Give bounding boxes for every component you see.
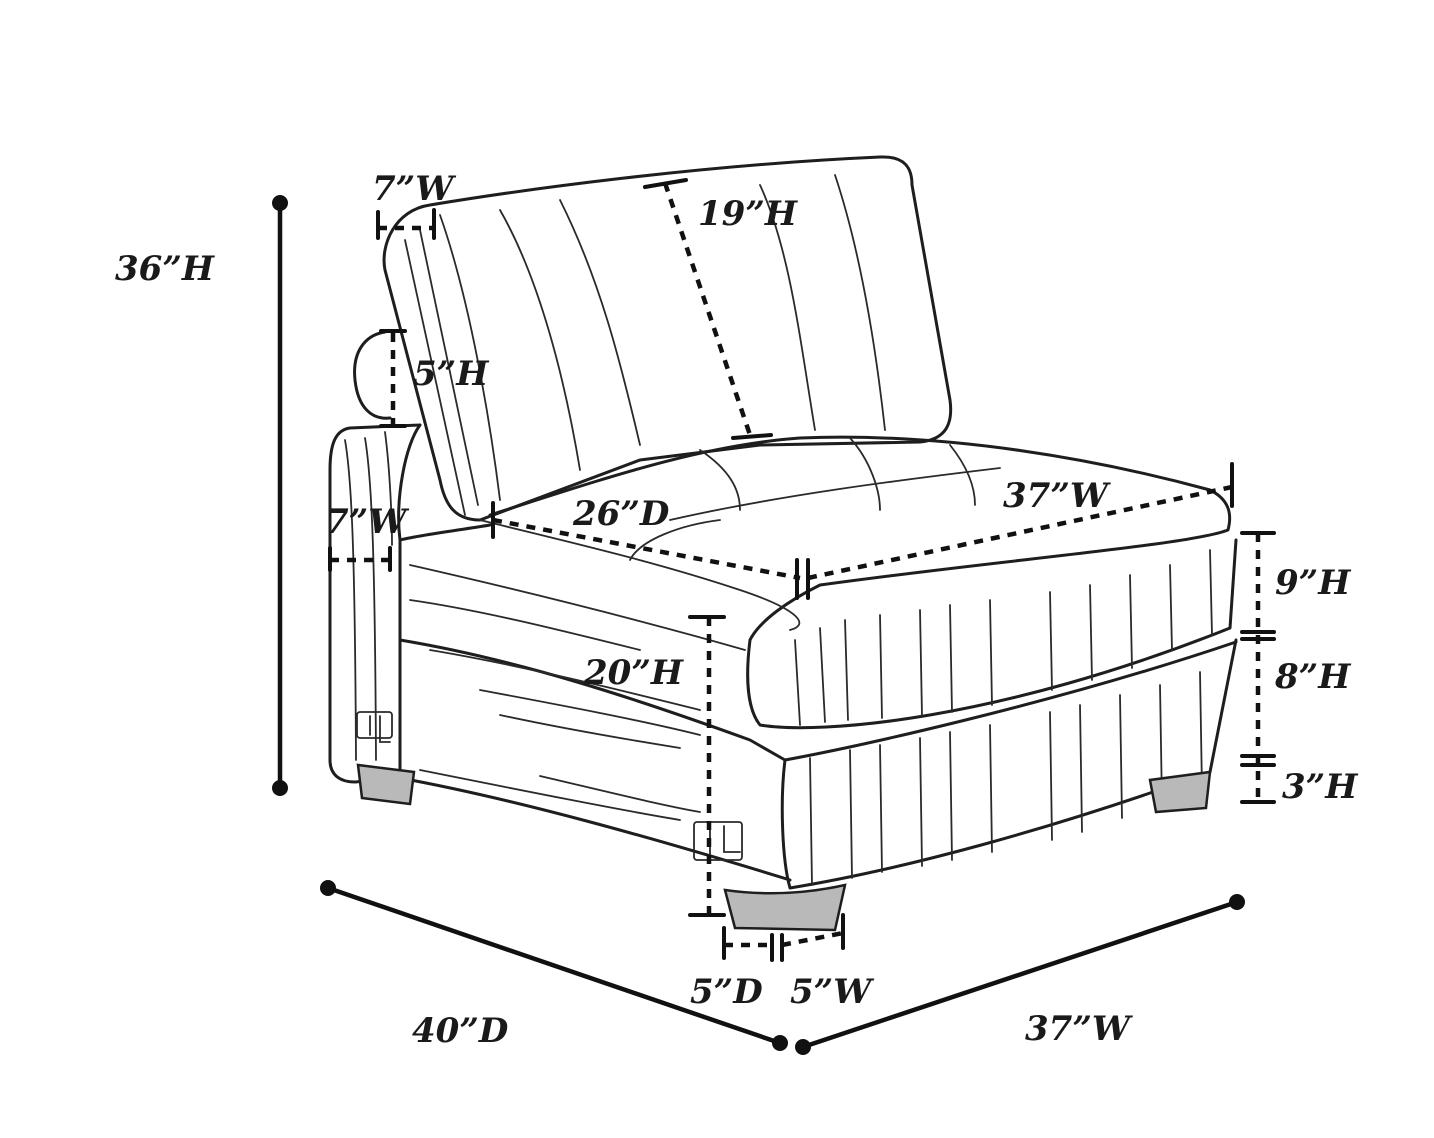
back-height-line <box>662 182 753 436</box>
side-pillow <box>353 330 392 420</box>
dimension-endpoint <box>1229 894 1245 910</box>
back-height-label: 19”H <box>698 194 799 234</box>
seat-side <box>398 523 792 882</box>
overall-depth-label: 40”D <box>412 1011 509 1051</box>
overall-width-line <box>800 899 1240 1050</box>
leg-width-label: 5”W <box>790 972 874 1012</box>
dimension-tick <box>731 433 773 440</box>
leg-back-left <box>356 763 416 806</box>
leg-height-label: 3”H <box>1282 767 1359 807</box>
pillow-height-label: 5”H <box>413 354 490 394</box>
dimension-endpoint <box>795 1039 811 1055</box>
sofa-chair-illustration <box>328 155 1238 932</box>
backrest <box>382 155 953 522</box>
leg-width-line <box>781 930 844 948</box>
cushion-height-label: 9”H <box>1275 563 1352 603</box>
overall-width-label: 37”W <box>1025 1009 1133 1049</box>
arm <box>328 423 422 784</box>
overall-height-label: 36”H <box>115 249 216 289</box>
dimension-labels: 36”H 40”D 37”W 19”H 7”W 5”H 7”W 26”D 37”… <box>115 169 1359 1051</box>
seat-depth-line <box>492 517 801 581</box>
leg-back-right <box>1148 770 1212 814</box>
dimension-tick <box>643 178 688 189</box>
overall-depth-line <box>325 885 783 1046</box>
base <box>780 638 1238 890</box>
seat-depth-label: 26”D <box>572 494 670 534</box>
dimension-endpoint <box>320 880 336 896</box>
base-height-label: 8”H <box>1274 657 1352 697</box>
leg-depth-label: 5”D <box>690 972 763 1012</box>
dimension-endpoint <box>272 780 288 796</box>
arm-width-label: 7”W <box>325 502 409 542</box>
dimension-endpoint <box>272 195 288 211</box>
seat-width-label: 37”W <box>1003 476 1111 516</box>
leg-front <box>723 883 847 932</box>
seat-width-line <box>807 484 1233 581</box>
seat-height-label: 20”H <box>583 653 685 693</box>
dimension-lines <box>272 178 1276 1055</box>
back-top-width-label: 7”W <box>372 169 456 209</box>
dimension-endpoint <box>772 1035 788 1051</box>
